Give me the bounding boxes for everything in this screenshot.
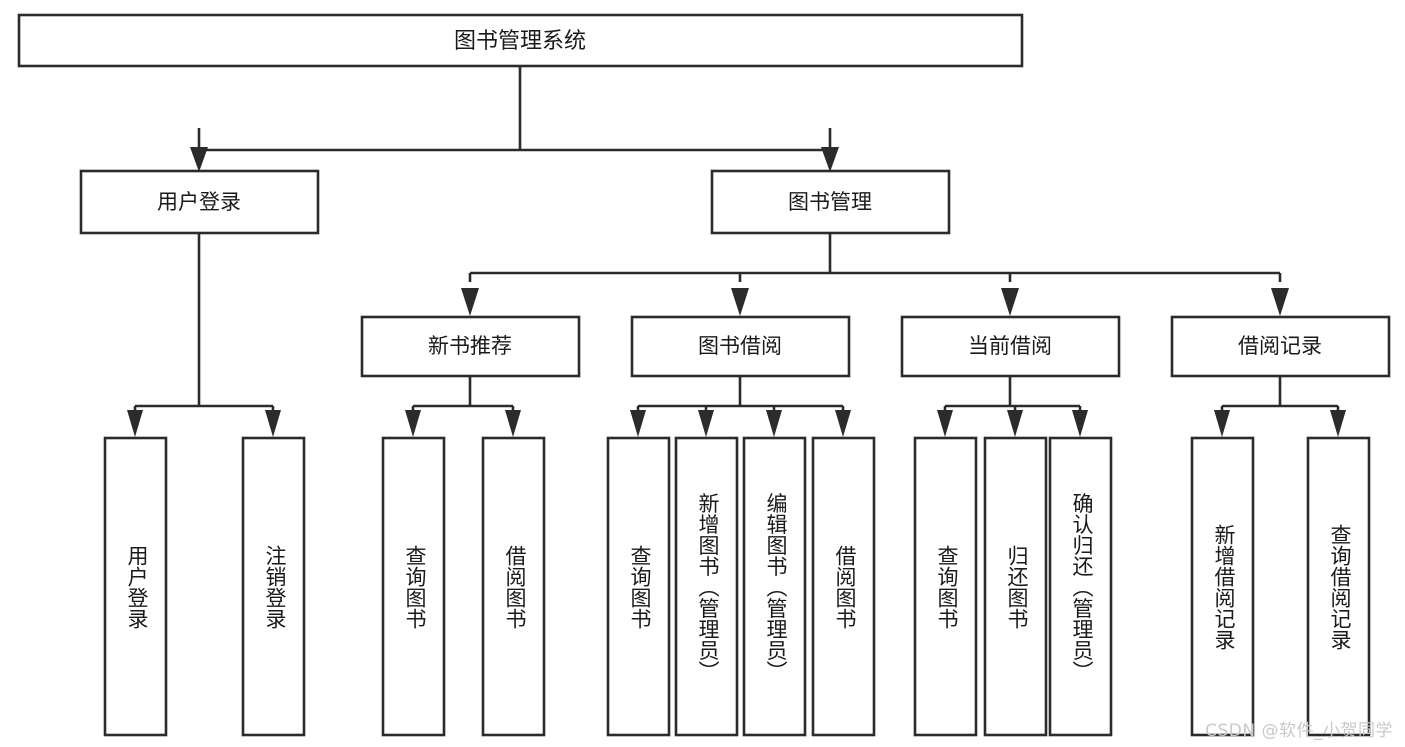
arrow-head-nb-leaf1 xyxy=(405,410,421,437)
node-borrow-record-label: 借阅记录 xyxy=(1238,334,1322,358)
node-root-label: 图书管理系统 xyxy=(454,29,586,54)
leaf-nb-query-book[interactable]: 查询图书 xyxy=(381,436,446,737)
node-book-borrow-label: 图书借阅 xyxy=(698,334,782,358)
leaf-user-login-box[interactable] xyxy=(103,436,168,737)
arrow-head-nb-leaf2 xyxy=(505,410,521,437)
node-current-borrow[interactable]: 当前借阅 xyxy=(900,315,1121,378)
leaf-nb-query-book-box[interactable] xyxy=(381,436,446,737)
leaf-br-add-record-label: 新增借阅记录 xyxy=(1212,524,1236,650)
leaf-br-query-record-label: 查询借阅记录 xyxy=(1328,524,1352,650)
arrow-head-cb-leaf2 xyxy=(1007,410,1023,437)
node-book-manage-box[interactable] xyxy=(710,169,951,235)
leaf-nb-borrow-book[interactable]: 借阅图书 xyxy=(481,436,546,737)
leaf-bb-query-book[interactable]: 查询图书 xyxy=(606,436,671,737)
node-new-book-recommend-label: 新书推荐 xyxy=(428,334,512,358)
arrow-head-leaf-logout xyxy=(265,410,281,437)
arrow-head-br-leaf2 xyxy=(1330,410,1346,437)
node-book-manage-label: 图书管理 xyxy=(788,190,872,214)
csdn-watermark: CSDN @软件_小贺同学 xyxy=(1205,721,1393,741)
node-user-login-label: 用户登录 xyxy=(157,190,241,214)
arrow-head-br-leaf1 xyxy=(1214,410,1230,437)
arrow-head-borrow-record xyxy=(1271,288,1289,316)
leaf-cb-return-book-label: 归还图书 xyxy=(1005,545,1029,629)
arrow-head-current-borrow xyxy=(1001,288,1019,316)
leaf-bb-add-book-admin[interactable]: 新增图书（管理员） xyxy=(674,436,739,737)
arrow-head-book-borrow xyxy=(731,288,749,316)
arrow-head-leaf-user-login xyxy=(127,410,143,437)
node-user-login[interactable]: 用户登录 xyxy=(79,169,320,235)
leaf-cb-query-book-label: 查询图书 xyxy=(935,545,959,629)
node-book-borrow-box[interactable] xyxy=(630,315,851,378)
node-user-login-box[interactable] xyxy=(79,169,320,235)
leaf-bb-query-book-label: 查询图书 xyxy=(628,545,652,629)
leaf-nb-borrow-book-box[interactable] xyxy=(481,436,546,737)
arrow-head-book-manage xyxy=(821,147,839,172)
connector-layer xyxy=(127,66,1346,437)
node-root-box[interactable] xyxy=(17,13,1024,68)
leaf-nb-query-book-label: 查询图书 xyxy=(403,545,427,629)
leaf-br-add-record-box[interactable] xyxy=(1190,436,1255,737)
leaf-logout-label: 注销登录 xyxy=(263,545,287,629)
leaf-bb-borrow-book[interactable]: 借阅图书 xyxy=(811,436,876,737)
node-new-book-recommend-box[interactable] xyxy=(360,315,581,378)
node-book-manage[interactable]: 图书管理 xyxy=(710,169,951,235)
leaf-bb-query-book-box[interactable] xyxy=(606,436,671,737)
leaf-br-add-record[interactable]: 新增借阅记录 xyxy=(1190,436,1255,737)
leaf-nb-borrow-book-label: 借阅图书 xyxy=(503,545,527,629)
leaf-bb-borrow-book-box[interactable] xyxy=(811,436,876,737)
leaf-br-query-record-box[interactable] xyxy=(1306,436,1371,737)
leaf-bb-edit-book-admin-box[interactable] xyxy=(742,436,807,737)
leaf-bb-add-book-admin-box[interactable] xyxy=(674,436,739,737)
leaf-cb-query-book[interactable]: 查询图书 xyxy=(913,436,978,737)
leaf-cb-return-book[interactable]: 归还图书 xyxy=(983,436,1048,737)
leaf-logout[interactable]: 注销登录 xyxy=(241,436,306,737)
arrow-head-user-login xyxy=(190,147,208,172)
arrow-head-cb-leaf1 xyxy=(937,410,953,437)
arrow-head-bb-leaf1 xyxy=(630,410,646,437)
leaf-bb-add-book-admin-label: 新增图书（管理员） xyxy=(696,493,720,682)
arrow-head-bb-leaf4 xyxy=(835,410,851,437)
leaf-cb-confirm-return-admin[interactable]: 确认归还（管理员） xyxy=(1048,436,1113,737)
node-book-borrow[interactable]: 图书借阅 xyxy=(630,315,851,378)
node-current-borrow-label: 当前借阅 xyxy=(968,334,1052,358)
leaf-user-login-label: 用户登录 xyxy=(125,545,149,629)
leaf-bb-edit-book-admin-label: 编辑图书（管理员） xyxy=(764,493,788,682)
node-current-borrow-box[interactable] xyxy=(900,315,1121,378)
arrow-head-bb-leaf2 xyxy=(698,410,714,437)
arrow-head-new-book xyxy=(461,288,479,316)
leaf-user-login[interactable]: 用户登录 xyxy=(103,436,168,737)
leaf-cb-confirm-return-admin-box[interactable] xyxy=(1048,436,1113,737)
leaf-cb-confirm-return-admin-label: 确认归还（管理员） xyxy=(1070,493,1094,682)
node-new-book-recommend[interactable]: 新书推荐 xyxy=(360,315,581,378)
leaf-cb-query-book-box[interactable] xyxy=(913,436,978,737)
node-borrow-record[interactable]: 借阅记录 xyxy=(1170,315,1391,378)
leaf-bb-borrow-book-label: 借阅图书 xyxy=(833,545,857,629)
leaf-logout-box[interactable] xyxy=(241,436,306,737)
leaf-cb-return-book-box[interactable] xyxy=(983,436,1048,737)
arrow-head-bb-leaf3 xyxy=(766,410,782,437)
node-root[interactable]: 图书管理系统 xyxy=(17,13,1024,68)
leaf-br-query-record[interactable]: 查询借阅记录 xyxy=(1306,436,1371,737)
leaf-bb-edit-book-admin[interactable]: 编辑图书（管理员） xyxy=(742,436,807,737)
arrow-head-cb-leaf3 xyxy=(1072,410,1088,437)
node-borrow-record-box[interactable] xyxy=(1170,315,1391,378)
